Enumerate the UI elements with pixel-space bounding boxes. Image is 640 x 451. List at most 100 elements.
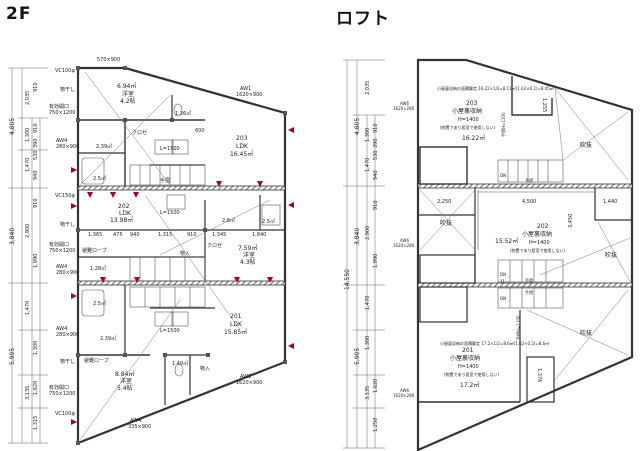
loft-dn-upper: DN — [500, 173, 506, 178]
loft-203-calc: 小屋裏収納の面積算定 16.22×1/2=8.11㎡(1.62×0.2)=8.4… — [437, 85, 554, 91]
dim: 1,470 — [365, 158, 371, 172]
loft-203-name: 小屋裏収納 — [452, 107, 482, 115]
dim: 3,135 — [25, 386, 31, 400]
diag-line — [84, 71, 171, 186]
loft-202-name: 小屋裏収納 — [522, 230, 552, 238]
aw1-size-201: 1620×900 — [236, 380, 262, 386]
dim: 530 — [373, 150, 379, 160]
dryer-label-203: 物干し — [60, 86, 75, 93]
wash-203-area: 2.39㎡ — [96, 143, 112, 150]
floor2-markers — [71, 127, 294, 425]
aw4-label: AW4 — [56, 138, 67, 144]
dim: 940 — [130, 232, 140, 238]
bath-203-area: 2.5㎡ — [93, 175, 106, 182]
kitchen-203: L=1500 — [160, 146, 180, 152]
opening-label-203: 有効開口 — [49, 103, 69, 110]
loft-dim-4500: 4,500 — [522, 199, 536, 205]
loft-202-note: (物置であり居室で使用しない) — [510, 247, 566, 253]
closet-label-203: クロゼ — [132, 129, 147, 136]
dim: 1,990 — [33, 254, 39, 268]
floor2-title: 2F — [6, 4, 32, 24]
diag-line — [79, 94, 171, 186]
dim: 3,840 — [354, 228, 361, 245]
loft-window-size-202: 1620×280 — [393, 243, 415, 248]
loft-stairs — [497, 159, 564, 309]
dim: 475 — [113, 232, 123, 238]
dryer-label-202: 物干し — [60, 221, 75, 228]
unit-202-area: 13.98㎡ — [110, 216, 133, 224]
floor2-outer-wall — [76, 66, 287, 445]
bath-201-area: 2.5㎡ — [93, 300, 106, 307]
loft-plan: 14,550 4,805 3,840 5,905 2,035 1,300 1,4… — [343, 58, 634, 451]
aw4-size-201: 280×900 — [56, 332, 79, 338]
ut-202-area: 2.5㎡ — [262, 218, 275, 225]
loft-void-202-right: 吹抜 — [605, 251, 617, 259]
dim: 2,035 — [25, 91, 31, 105]
floor2-plan: 4,805 3,840 5,905 2,035 1,300 1,470 910 … — [8, 57, 294, 445]
dim: 1,620 — [33, 381, 39, 395]
handrail-203: 手摺 — [160, 177, 170, 184]
loft-handrail-height-lower: 手摺H=1100 — [515, 315, 521, 340]
loft-201-note: (物置であり居室で使用しない) — [444, 371, 500, 377]
dim: 390 — [33, 138, 39, 148]
dim: 1,990 — [373, 254, 379, 268]
dim-3840: 3,840 — [9, 228, 16, 245]
loft-203-height: H=1400 — [458, 117, 479, 123]
floor2-mid-dimensions: 1,365 475 940 1,315 910 1,345 1,840 — [88, 232, 266, 238]
dim-600: 600 — [195, 128, 205, 134]
wash-201-area: 2.39㎡ — [100, 335, 116, 342]
floor2-dimension-lines — [8, 67, 48, 444]
room-201-western-name: 洋室 — [120, 377, 132, 385]
dim: 910 — [373, 123, 379, 133]
unit-201-area: 15.85㎡ — [224, 328, 247, 336]
dim: 1,300 — [25, 128, 31, 142]
room-202-western-area: 7.59㎡ — [238, 244, 257, 252]
opening-size-202: 750×1200 — [49, 248, 75, 254]
diag-line — [144, 194, 241, 331]
dim-5905: 5,905 — [9, 348, 16, 365]
floor2-columns — [76, 66, 287, 445]
dim: 1,345 — [212, 232, 226, 238]
dim: 1,470 — [25, 158, 31, 172]
unit-202-no: 202 — [118, 203, 130, 210]
aw4-label-bottom: AW4 — [130, 418, 141, 424]
loft-dn-lower: DN — [500, 296, 506, 301]
unit-203-area: 16.45㎡ — [230, 150, 253, 158]
opening-label-201: 有効開口 — [49, 384, 69, 391]
dim: 940 — [33, 170, 39, 180]
aw4-label-201: AW4 — [56, 326, 67, 332]
loft-dim-3450: 3,450 — [568, 214, 574, 228]
dim: 940 — [373, 170, 379, 180]
dim: 1,300 — [365, 128, 371, 142]
loft-201-area: 17.2㎡ — [460, 381, 479, 389]
opening-size-201: 750×1200 — [49, 391, 75, 397]
floor2-fixtures — [81, 103, 281, 377]
aw4-size: 280×900 — [56, 144, 79, 150]
dim: 910 — [33, 198, 39, 208]
dim: 1,300 — [33, 341, 39, 355]
room-201-western-area: 8.84㎡ — [115, 370, 134, 378]
room-203-western-name: 洋室 — [122, 90, 134, 98]
aw1-label-203: AW1 — [240, 86, 251, 92]
loft-dim-1255: 1,255 — [541, 98, 547, 112]
dim: 5,905 — [354, 348, 361, 365]
dim: 1,300 — [365, 336, 371, 350]
loft-window-202: AW6 — [400, 238, 409, 243]
dim: 910 — [187, 232, 197, 238]
vc100-label-bottom: VC100φ — [55, 411, 75, 417]
dim: 390 — [373, 138, 379, 148]
loft-202-no: 202 — [537, 223, 549, 230]
loft-partitions — [418, 76, 632, 403]
loft-window-size-203: 1620×280 — [393, 106, 415, 111]
loft-201-no: 201 — [462, 347, 474, 354]
unit-202-type: LDK — [119, 210, 132, 217]
opening-size-203: 750×1200 — [49, 110, 75, 116]
loft-201-height: H=1400 — [458, 364, 479, 370]
loft-handrail-upper: 手摺 — [525, 177, 533, 183]
loft-void-upper: 吹抜 — [580, 141, 592, 149]
loft-203-no: 203 — [466, 100, 478, 107]
aw1-size-203: 1620×900 — [236, 92, 262, 98]
dim: 4,805 — [354, 118, 361, 135]
loft-202-area: 15.52㎡ — [495, 237, 518, 245]
